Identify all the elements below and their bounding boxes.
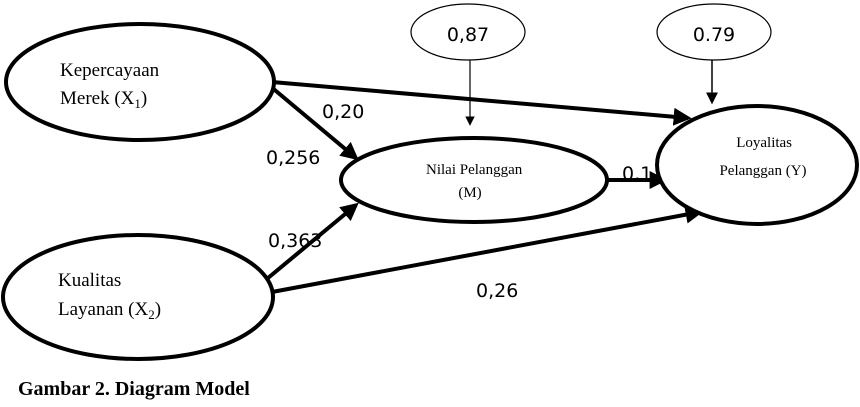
error-label-m: 0,87 [447, 24, 489, 46]
path-x1-to-m [268, 84, 359, 161]
node-x2-label: Kualitas Layanan (X2) [58, 270, 161, 322]
coef-x2-y: 0,26 [476, 280, 518, 302]
coef-x1-y: 0,20 [322, 101, 364, 123]
path-x1-to-y [271, 80, 692, 126]
node-x1-label: Kepercayaan Merek (X1) [60, 60, 164, 111]
node-y [655, 104, 859, 226]
error-node-y [656, 3, 772, 61]
node-m-label: Nilai Pelanggan (M) [426, 162, 526, 201]
node-y-label: Loyalitas Pelanggan (Y) [719, 135, 806, 179]
path-x2-to-m [266, 202, 359, 280]
path-x2-to-y [271, 205, 704, 294]
node-x1 [4, 22, 276, 142]
figure-caption: Gambar 2. Diagram Model [18, 378, 250, 400]
coef-m-y: 0,1 [622, 163, 652, 185]
node-x2 [1, 233, 275, 361]
error-label-y: 0.79 [693, 24, 735, 46]
coef-x1-m: 0,256 [266, 147, 320, 169]
error-node-m [410, 3, 526, 61]
coef-x2-m: 0,363 [268, 230, 322, 252]
node-m [339, 136, 609, 224]
